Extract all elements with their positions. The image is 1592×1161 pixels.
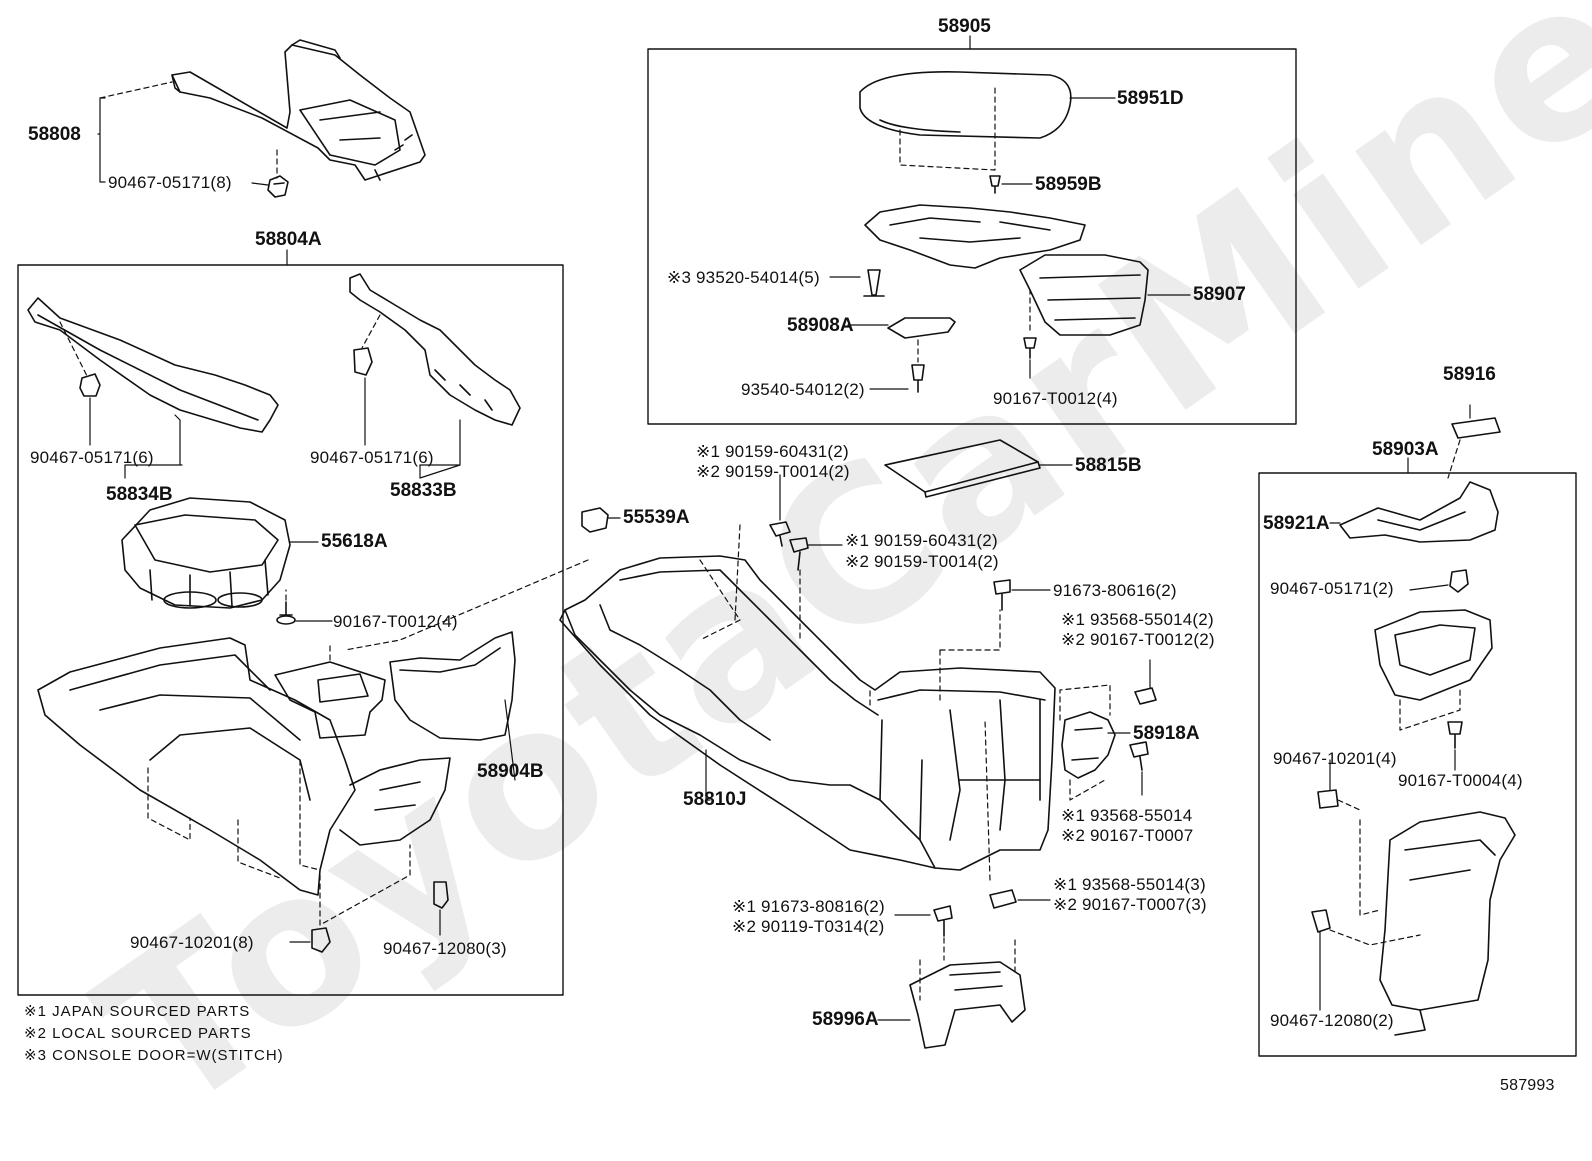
part-55618A-cupholder: [121, 497, 291, 609]
label-90467-12080-3: 90467-12080(3): [383, 939, 507, 958]
label-90119-T0314-2: ※2 90119-T0314(2): [732, 917, 885, 936]
bolt-90167-T0012-a: [276, 601, 296, 625]
label-58916: 58916: [1443, 364, 1496, 385]
label-55539A: 55539A: [623, 507, 690, 528]
parts-diagram: [17, 35, 1577, 1057]
part-58916-badge: [1451, 417, 1501, 439]
label-58903A: 58903A: [1372, 439, 1439, 460]
label-90467-10201-8: 90467-10201(8): [130, 933, 254, 952]
note-console-door: ※3 CONSOLE DOOR=W(STITCH): [24, 1047, 284, 1064]
label-58905: 58905: [938, 16, 991, 37]
clip-90467-05171-d: [1449, 569, 1469, 593]
part-58996A-bracket: [909, 961, 1026, 1049]
label-58808: 58808: [28, 124, 81, 145]
label-90467-12080-2: 90467-12080(2): [1270, 1011, 1394, 1030]
label-58959B: 58959B: [1035, 174, 1102, 195]
clip-90467-12080-a: [433, 881, 449, 909]
label-90467-05171-8: 90467-05171(8): [108, 173, 232, 192]
label-90159-T0014-2b: ※2 90159-T0014(2): [845, 552, 999, 571]
bolt-90159-60431-a: [769, 521, 791, 547]
diagram-id: 587993: [1500, 1077, 1555, 1094]
label-91673-80816-2: ※1 91673-80816(2): [732, 897, 885, 916]
label-90167-T0007-3: ※2 90167-T0007(3): [1053, 895, 1207, 914]
part-lower-panel: [1379, 811, 1516, 1036]
label-58904B: 58904B: [477, 761, 544, 782]
label-58907: 58907: [1193, 284, 1246, 305]
part-58808-shift-panel: [171, 39, 426, 181]
label-91673-80616-2: 91673-80616(2): [1053, 581, 1177, 600]
clip-90467-05171-b: [79, 373, 101, 397]
clip-90467-05171-c: [353, 347, 373, 376]
part-58903A-pocket: [1374, 609, 1493, 701]
bolt-90167-T0004: [1447, 721, 1463, 749]
screw-58959B: [989, 175, 1001, 194]
label-90159-60431-2b: ※1 90159-60431(2): [845, 531, 998, 550]
label-90159-60431-2a: ※1 90159-60431(2): [696, 442, 849, 461]
label-58951D: 58951D: [1117, 88, 1184, 109]
label-90467-05171-2: 90467-05171(2): [1270, 579, 1394, 598]
label-58810J: 58810J: [683, 789, 747, 810]
leader-58808: [97, 97, 106, 183]
label-58815B: 58815B: [1075, 455, 1142, 476]
label-93540-54012-2: 93540-54012(2): [741, 380, 865, 399]
label-90167-T0012-2: ※2 90167-T0012(2): [1061, 630, 1215, 649]
clip-90467-10201-b: [1317, 789, 1339, 809]
part-58907-latch: [1019, 254, 1149, 336]
part-58834B-trim: [27, 297, 279, 433]
part-58918A-bracket: [1061, 711, 1116, 779]
label-90467-10201-4: 90467-10201(4): [1273, 749, 1397, 768]
bolt-91673-80616: [993, 579, 1011, 611]
bolt-90159-60431-b: [789, 537, 809, 571]
bolt-93568-55014-b: [1129, 741, 1149, 771]
label-55618A: 55618A: [321, 531, 388, 552]
label-93568-55014-2: ※1 93568-55014(2): [1061, 610, 1214, 629]
label-58996A: 58996A: [812, 1009, 879, 1030]
part-58904B-cover: [389, 631, 516, 741]
bolt-90167-T0012-b: [1023, 337, 1037, 359]
part-tray: [274, 661, 386, 739]
label-58918A: 58918A: [1133, 723, 1200, 744]
screw-93520-54014: [863, 269, 885, 297]
part-58815B-mat: [884, 439, 1041, 498]
group-box-58804A: [17, 264, 564, 996]
part-console-door-frame: [864, 204, 1086, 269]
part-58833B-bracket: [349, 273, 521, 426]
note-japan-sourced: ※1 JAPAN SOURCED PARTS: [24, 1003, 251, 1020]
bolt-91673-80816: [933, 905, 953, 937]
label-93568-55014: ※1 93568-55014: [1061, 806, 1193, 825]
bolt-93568-55014-a: [1134, 687, 1157, 705]
label-90467-05171-6a: 90467-05171(6): [30, 448, 154, 467]
part-58804A-lower-console: [37, 637, 451, 896]
note-local-sourced: ※2 LOCAL SOURCED PARTS: [24, 1025, 252, 1042]
label-90467-05171-6b: 90467-05171(6): [310, 448, 434, 467]
label-58833B: 58833B: [390, 480, 457, 501]
label-90167-T0007: ※2 90167-T0007: [1061, 826, 1194, 845]
part-58921A-trim: [1339, 481, 1499, 543]
clip-90467-12080-b: [1311, 909, 1331, 933]
label-90167-T0012-4a: 90167-T0012(4): [333, 612, 458, 631]
label-58908A: 58908A: [787, 315, 854, 336]
clip-90467-10201-a: [311, 927, 331, 953]
group-box-58905: [647, 48, 1297, 425]
label-93568-55014-3: ※1 93568-55014(3): [1053, 875, 1206, 894]
part-58908A-plate: [887, 317, 956, 339]
clip-90467-05171-a: [267, 175, 289, 198]
label-93520-54014-5: ※3 93520-54014(5): [667, 268, 820, 287]
label-90167-T0012-4b: 90167-T0012(4): [993, 389, 1118, 408]
label-58804A: 58804A: [255, 229, 322, 250]
group-box-58903A: [1258, 472, 1577, 1057]
part-58951D-lid: [859, 71, 1072, 139]
bolt-93568-55014-c: [989, 889, 1017, 909]
label-90167-T0004-4: 90167-T0004(4): [1398, 771, 1523, 790]
part-58810J-main-console: [559, 555, 1056, 871]
label-90159-T0014-2a: ※2 90159-T0014(2): [696, 462, 850, 481]
label-58921A: 58921A: [1263, 513, 1330, 534]
screw-93540-54012: [911, 364, 925, 393]
label-58834B: 58834B: [106, 484, 173, 505]
part-55539A-clip: [581, 507, 609, 533]
